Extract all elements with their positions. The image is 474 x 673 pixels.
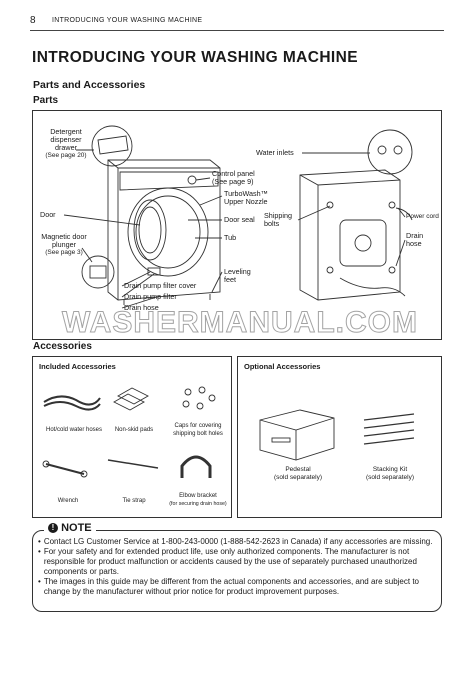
filter-cover-shape bbox=[147, 267, 161, 276]
note-list: • Contact LG Customer Service at 1-800-2… bbox=[38, 537, 436, 597]
caption-wrench: Wrench bbox=[57, 498, 79, 504]
label-detergent-ref: (See page 20) bbox=[45, 152, 87, 159]
label-drain-hose-front: Drain hose bbox=[124, 303, 159, 312]
caption-stacking-text: Stacking Kit bbox=[372, 466, 408, 473]
bullet-icon: • bbox=[38, 547, 41, 556]
caption-pedestal-text: Pedestal bbox=[285, 466, 311, 473]
washer-drum bbox=[127, 187, 209, 277]
note-item: • For your safety and for extended produ… bbox=[38, 547, 436, 577]
optional-accessories-box: Optional Accessories bbox=[237, 356, 442, 518]
page-title: INTRODUCING YOUR WASHING MACHINE bbox=[32, 49, 358, 66]
elbow-bracket-shape bbox=[180, 455, 212, 478]
section-subtitle: Parts and Accessories bbox=[33, 79, 146, 91]
included-heading: Included Accessories bbox=[39, 362, 116, 371]
label-detergent-drawer: Detergent dispenser drawer (See page 20) bbox=[36, 128, 96, 160]
detergent-inset-circle bbox=[91, 125, 133, 167]
parts-heading: Parts bbox=[33, 95, 59, 106]
hoses-shape bbox=[43, 395, 101, 406]
label-turbowash: TurboWash™ Upper Nozzle bbox=[224, 189, 268, 206]
caption-hoses: Hot/cold water hoses bbox=[45, 427, 103, 433]
label-plunger-text: Magnetic door plunger bbox=[41, 232, 87, 249]
label-leveling-feet: Leveling feet bbox=[224, 267, 251, 284]
bullet-icon: • bbox=[38, 537, 41, 546]
wrench-shape bbox=[45, 463, 85, 475]
label-power-cord: Power cord bbox=[406, 213, 439, 220]
note-item-text: For your safety and for extended product… bbox=[43, 547, 417, 576]
label-door: Door bbox=[40, 210, 56, 219]
header-rule bbox=[30, 30, 444, 31]
label-tub: Tub bbox=[224, 233, 237, 242]
pads-shape bbox=[117, 387, 149, 405]
back-drain-hose bbox=[339, 277, 406, 297]
note-item: • Contact LG Customer Service at 1-800-2… bbox=[38, 537, 436, 547]
watermark: WASHERMANUAL.COM bbox=[62, 306, 418, 340]
caption-pads: Non-skid pads bbox=[114, 427, 154, 433]
caption-elbow-bracket: Elbow bracket (for securing drain hose) bbox=[164, 492, 232, 508]
caption-stacking-sub: (sold separately) bbox=[365, 474, 415, 481]
plunger-inset-circle bbox=[81, 255, 115, 289]
warning-icon: ! bbox=[48, 523, 58, 533]
washer-door bbox=[133, 199, 167, 261]
note-heading: ! NOTE bbox=[44, 522, 96, 534]
label-door-seal: Door seal bbox=[224, 215, 255, 224]
caption-elbow-text: Elbow bracket bbox=[179, 493, 217, 499]
bullet-icon: • bbox=[38, 577, 41, 586]
caption-pedestal-sub: (sold separately) bbox=[273, 474, 323, 481]
running-header: INTRODUCING YOUR WASHING MACHINE bbox=[52, 17, 203, 24]
label-control-ref: (See page 9) bbox=[212, 177, 254, 186]
parts-diagram-box bbox=[32, 110, 442, 340]
label-drain-hose-back: Drain hose bbox=[406, 231, 424, 248]
washer-back-panel bbox=[339, 219, 387, 267]
label-control-panel: Control panel (See page 9) bbox=[212, 170, 270, 186]
note-item-text: Contact LG Customer Service at 1-800-243… bbox=[43, 537, 433, 546]
stacking-kit-shape bbox=[363, 413, 415, 445]
label-filter-cover: Drain pump filter cover bbox=[124, 281, 197, 290]
note-box bbox=[32, 530, 442, 612]
label-filter: Drain pump filter bbox=[124, 292, 177, 301]
label-magnetic-plunger: Magnetic door plunger (See page 3) bbox=[36, 233, 92, 257]
caption-elbow-sub: (for securing drain hose) bbox=[169, 501, 227, 507]
caption-tie-strap: Tie strap bbox=[122, 498, 146, 504]
washer-front-body bbox=[107, 159, 221, 301]
caption-pedestal: Pedestal (sold separately) bbox=[256, 466, 340, 482]
pedestal-shape bbox=[259, 409, 335, 461]
caption-caps: Caps for covering shipping bolt holes bbox=[173, 423, 223, 437]
included-accessories-box: Included Accessories bbox=[32, 356, 232, 518]
label-control-text: Control panel bbox=[212, 169, 255, 178]
label-detergent-text: Detergent dispenser drawer bbox=[50, 127, 82, 152]
water-inlet-inset-circle bbox=[367, 129, 413, 175]
label-water-inlets: Water inlets bbox=[256, 148, 294, 157]
label-plunger-ref: (See page 3) bbox=[45, 249, 83, 256]
tie-strap-shape bbox=[107, 459, 159, 469]
note-item: • The images in this guide may be differ… bbox=[38, 577, 436, 597]
caption-stacking-kit: Stacking Kit (sold separately) bbox=[352, 466, 428, 482]
optional-heading: Optional Accessories bbox=[244, 362, 321, 371]
label-shipping-bolts: Shipping bolts bbox=[264, 211, 292, 228]
accessories-heading: Accessories bbox=[33, 341, 92, 352]
page-number: 8 bbox=[30, 15, 36, 26]
washer-control-panel bbox=[119, 171, 219, 191]
note-item-text: The images in this guide may be differen… bbox=[43, 577, 419, 596]
note-heading-text: NOTE bbox=[61, 522, 92, 534]
